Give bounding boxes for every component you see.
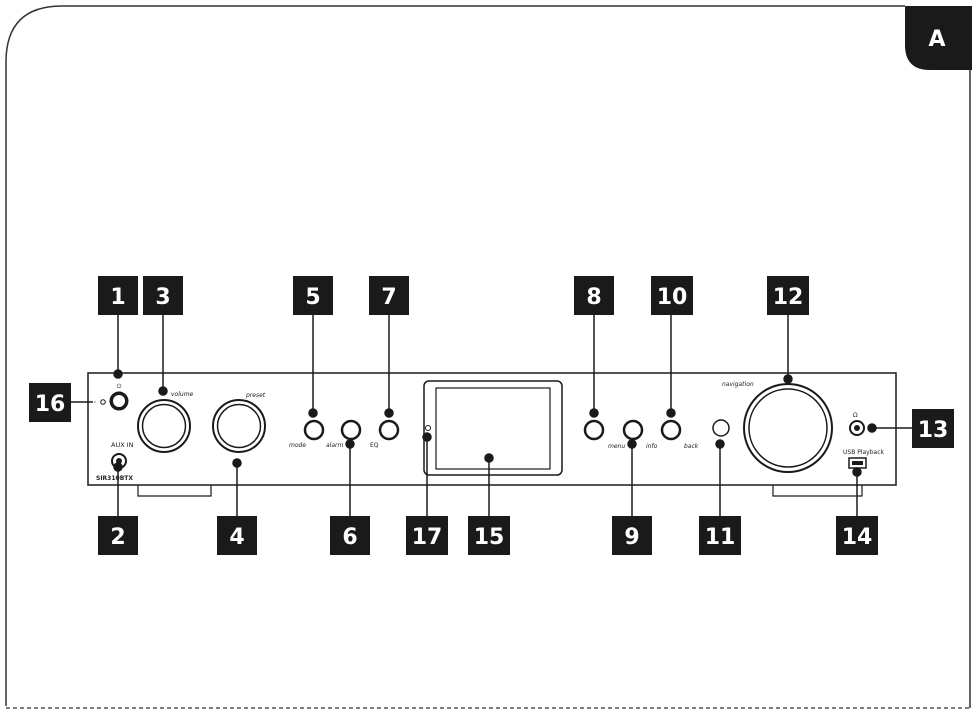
callout-15-label: 15	[474, 525, 505, 550]
callout-11-label: 11	[705, 525, 736, 550]
callout-16: 16	[29, 383, 71, 422]
navigation-knob	[743, 383, 833, 473]
display-bezel	[423, 380, 563, 476]
callout-6-label: 6	[342, 525, 357, 550]
callout-10-label: 10	[657, 285, 688, 310]
callout-15: 15	[468, 516, 510, 555]
callout-3-label: 3	[155, 285, 170, 310]
menu-button	[583, 419, 605, 441]
back-button	[660, 419, 682, 441]
callout-6: 6	[330, 516, 370, 555]
headphone-jack	[849, 420, 865, 436]
corner-tab: A	[905, 6, 972, 70]
callout-1: 1	[98, 276, 138, 315]
callout-1-label: 1	[110, 285, 125, 310]
usb-label: USB Playback	[843, 449, 885, 456]
callout-12-label: 12	[773, 285, 804, 310]
device-body	[87, 372, 897, 486]
info-label: info	[646, 443, 658, 450]
right-foot	[772, 485, 863, 497]
callout-8: 8	[574, 276, 614, 315]
headphone-symbol: Ω	[853, 412, 858, 419]
callout-9-label: 9	[624, 525, 639, 550]
ir-sensor	[425, 425, 431, 431]
callout-7: 7	[369, 276, 409, 315]
callout-14-label: 14	[842, 525, 873, 550]
eq-label: EQ	[370, 442, 379, 449]
left-foot	[137, 485, 212, 497]
standby-led	[100, 399, 106, 405]
button-11	[712, 419, 730, 437]
callout-5: 5	[293, 276, 333, 315]
volume-knob	[137, 399, 191, 453]
callout-8-label: 8	[586, 285, 601, 310]
mode-button	[303, 419, 325, 441]
display-screen	[435, 387, 551, 470]
device-front-panel: ⏻ AUX IN SIR310BTX volume preset mode al…	[87, 372, 897, 497]
menu-label: menu	[608, 443, 625, 450]
callout-2-label: 2	[110, 525, 125, 550]
back-label: back	[684, 443, 699, 450]
callout-11: 11	[699, 516, 741, 555]
alarm-label: alarm	[326, 442, 343, 449]
model-label: SIR310BTX	[96, 475, 133, 482]
callout-13: 13	[912, 409, 954, 448]
alarm-button	[340, 419, 362, 441]
preset-knob	[212, 399, 266, 453]
callout-17: 17	[406, 516, 448, 555]
volume-label: volume	[171, 391, 194, 398]
corner-tab-label: A	[928, 27, 945, 52]
callout-10: 10	[651, 276, 693, 315]
leader-lines	[71, 315, 912, 516]
callout-13-label: 13	[918, 418, 949, 443]
power-symbol: ⏻	[117, 383, 122, 390]
callout-5-label: 5	[305, 285, 320, 310]
callout-4: 4	[217, 516, 257, 555]
preset-label: preset	[245, 392, 266, 399]
callouts: 1 3 5 7 8 10 12 16 13 2 4 6 17 15 9 11 1…	[29, 276, 954, 555]
navigation-label: navigation	[722, 381, 754, 388]
callout-3: 3	[143, 276, 183, 315]
eq-button	[378, 419, 400, 441]
callout-14: 14	[836, 516, 878, 555]
mode-label: mode	[289, 442, 306, 449]
info-button	[622, 419, 644, 441]
callout-12: 12	[767, 276, 809, 315]
callout-17-label: 17	[412, 525, 443, 550]
aux-in-label: AUX IN	[111, 441, 134, 449]
page-border	[5, 5, 905, 706]
callout-2: 2	[98, 516, 138, 555]
callout-9: 9	[612, 516, 652, 555]
callout-4-label: 4	[229, 525, 244, 550]
callout-16-label: 16	[35, 392, 66, 417]
callout-7-label: 7	[381, 285, 396, 310]
